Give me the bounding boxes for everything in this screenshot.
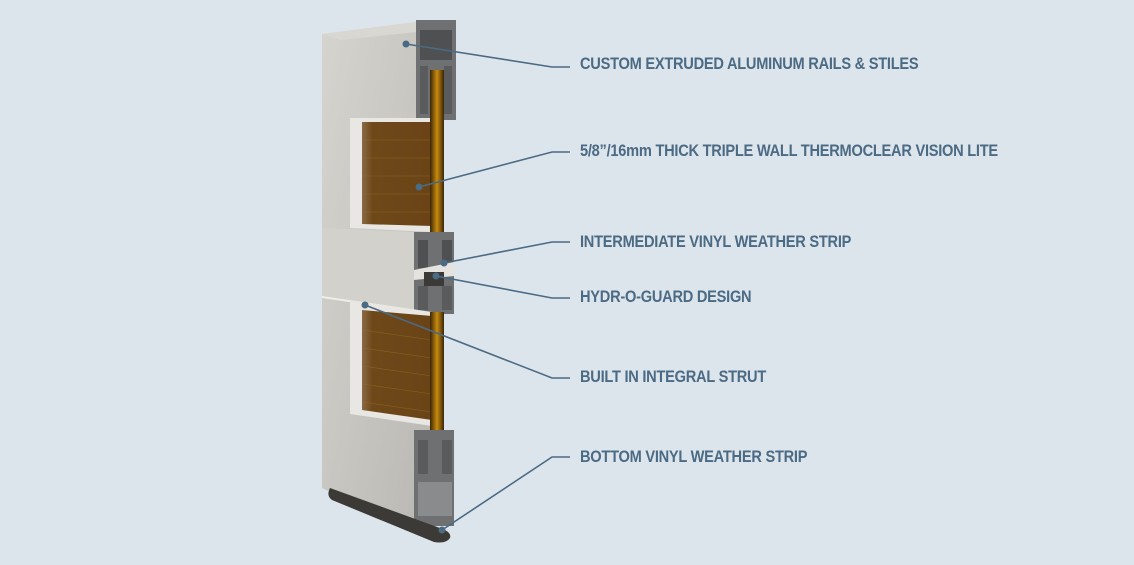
leader-lite (418, 151, 570, 188)
label-intermediate-strip: INTERMEDIATE VINYL WEATHER STRIP (580, 232, 852, 251)
label-vision-lite: 5/8”/16mm THICK TRIPLE WALL THERMOCLEAR … (580, 141, 998, 160)
callout-dot (415, 183, 423, 191)
leader-hydroguard (435, 275, 570, 299)
leader-rails (405, 43, 570, 68)
callout-dot (402, 40, 410, 48)
label-bottom-strip: BOTTOM VINYL WEATHER STRIP (580, 447, 808, 466)
label-strut: BUILT IN INTEGRAL STRUT (580, 367, 767, 386)
leader-bottom-strip (441, 456, 570, 531)
label-rails: CUSTOM EXTRUDED ALUMINUM RAILS & STILES (580, 54, 919, 73)
callout-dot (361, 301, 369, 309)
callout-dot (440, 259, 448, 267)
bottom-vinyl-seal (328, 488, 451, 543)
label-hydroguard: HYDR-O-GUARD DESIGN (580, 287, 752, 306)
upper-vision-lite (350, 70, 444, 235)
leader-lines (364, 43, 570, 531)
leader-strut (364, 304, 570, 379)
bottom-rail (414, 430, 454, 526)
callout-dot (438, 526, 446, 534)
callout-dot (432, 272, 440, 280)
middle-rail (322, 228, 454, 314)
leader-intermediate-strip (443, 241, 570, 264)
